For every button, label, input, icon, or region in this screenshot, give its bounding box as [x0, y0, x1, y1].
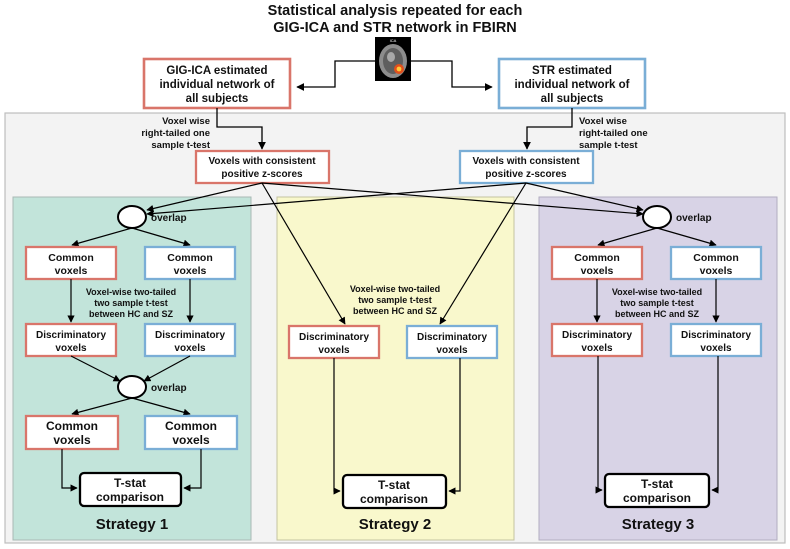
svg-text:voxels: voxels — [318, 345, 350, 356]
s3-tstat-comparison-box — [603, 472, 711, 509]
svg-text:positive z-scores: positive z-scores — [485, 169, 567, 180]
strategy-1-second-overlap-label: overlap — [151, 383, 187, 394]
svg-text:voxels: voxels — [700, 265, 733, 277]
svg-text:Voxel-wise two-tailed: Voxel-wise two-tailed — [86, 287, 176, 297]
right-one-sample-ttest-label: Voxel wise right-tailed one sample t-tes… — [579, 116, 648, 151]
svg-text:comparison: comparison — [96, 490, 164, 504]
svg-text:Common: Common — [48, 252, 94, 264]
title-line-2: GIG-ICA and STR network in FBIRN — [273, 20, 517, 36]
s2-tstat-comparison-box — [341, 473, 448, 510]
svg-text:Common: Common — [693, 252, 739, 264]
s1-two-sample-ttest-label: Voxel-wise two-tailed two sample t-test … — [86, 287, 176, 319]
brain-image: ICA — [375, 37, 411, 81]
strategy-3-overlap-label: overlap — [676, 213, 712, 224]
s3-str-discriminatory-voxels-box — [669, 322, 763, 358]
svg-text:sample t-test: sample t-test — [151, 140, 210, 151]
s1-gig-final-common-voxels-box — [24, 414, 120, 451]
svg-text:voxels: voxels — [53, 433, 91, 447]
strategy-3-overlap-node — [642, 205, 672, 229]
s1-tstat-comparison-box — [78, 471, 183, 508]
strategy-2-label: Strategy 2 — [359, 516, 432, 533]
s1-str-final-common-voxels-box — [143, 414, 239, 451]
svg-text:between HC and SZ: between HC and SZ — [615, 309, 700, 319]
strategy-2-panel — [276, 196, 515, 541]
svg-text:two sample t-test: two sample t-test — [358, 295, 432, 305]
svg-text:Discriminatory: Discriminatory — [36, 330, 106, 341]
svg-text:sample t-test: sample t-test — [579, 140, 638, 151]
svg-text:T-stat: T-stat — [641, 477, 673, 491]
svg-text:Discriminatory: Discriminatory — [155, 330, 225, 341]
svg-text:voxels: voxels — [172, 433, 210, 447]
svg-text:comparison: comparison — [623, 491, 691, 505]
s2-two-sample-ttest-label: Voxel-wise two-tailed two sample t-test … — [350, 284, 440, 316]
svg-text:Common: Common — [574, 252, 620, 264]
strategy-3-label: Strategy 3 — [622, 516, 695, 533]
svg-text:Discriminatory: Discriminatory — [417, 332, 487, 343]
strategy-1-overlap-node — [117, 205, 147, 229]
s1-gig-discriminatory-voxels-box — [24, 322, 118, 358]
s3-two-sample-ttest-label: Voxel-wise two-tailed two sample t-test … — [612, 287, 702, 319]
svg-text:Voxel wise: Voxel wise — [579, 116, 627, 127]
s3-gig-discriminatory-voxels-box — [550, 322, 644, 358]
svg-text:voxels: voxels — [700, 343, 732, 354]
svg-text:GIG-ICA estimated: GIG-ICA estimated — [166, 65, 267, 77]
svg-text:between HC and SZ: between HC and SZ — [89, 309, 174, 319]
svg-text:two sample t-test: two sample t-test — [94, 298, 168, 308]
s1-str-discriminatory-voxels-box — [143, 322, 237, 358]
svg-text:STR estimated: STR estimated — [532, 65, 612, 77]
svg-text:comparison: comparison — [360, 492, 428, 506]
svg-text:voxels: voxels — [174, 265, 207, 277]
svg-text:individual network of: individual network of — [159, 79, 274, 91]
svg-text:Voxels with consistent: Voxels with consistent — [472, 156, 580, 167]
svg-text:positive z-scores: positive z-scores — [221, 169, 303, 180]
strategy-1-overlap-label: overlap — [151, 213, 187, 224]
svg-text:Common: Common — [165, 419, 217, 433]
svg-text:all subjects: all subjects — [541, 93, 604, 105]
s3-gig-common-voxels-box — [550, 245, 644, 281]
svg-text:voxels: voxels — [436, 345, 468, 356]
svg-text:between HC and SZ: between HC and SZ — [353, 306, 438, 316]
svg-text:right-tailed one: right-tailed one — [579, 128, 648, 139]
svg-text:Common: Common — [46, 419, 98, 433]
svg-text:voxels: voxels — [55, 343, 87, 354]
gig-consistent-voxels-box — [194, 149, 331, 185]
svg-text:Voxel-wise two-tailed: Voxel-wise two-tailed — [350, 284, 440, 294]
svg-text:voxels: voxels — [55, 265, 88, 277]
strategy-1-second-overlap-node — [117, 375, 147, 399]
s1-gig-common-voxels-box — [24, 245, 118, 281]
svg-text:two sample t-test: two sample t-test — [620, 298, 694, 308]
svg-text:Voxel wise: Voxel wise — [162, 116, 210, 127]
svg-text:Common: Common — [167, 252, 213, 264]
str-network-box — [497, 57, 647, 110]
svg-text:Voxels with consistent: Voxels with consistent — [208, 156, 316, 167]
svg-text:voxels: voxels — [174, 343, 206, 354]
svg-text:Discriminatory: Discriminatory — [681, 330, 751, 341]
svg-text:Discriminatory: Discriminatory — [562, 330, 632, 341]
s3-str-common-voxels-box — [669, 245, 763, 281]
svg-text:T-stat: T-stat — [114, 476, 146, 490]
brain-label: ICA — [390, 38, 397, 43]
svg-text:all subjects: all subjects — [186, 93, 249, 105]
s2-str-discriminatory-voxels-box — [405, 324, 499, 360]
svg-text:individual network of: individual network of — [514, 79, 629, 91]
svg-text:voxels: voxels — [581, 343, 613, 354]
svg-text:Discriminatory: Discriminatory — [299, 332, 369, 343]
svg-text:voxels: voxels — [581, 265, 614, 277]
svg-text:right-tailed one: right-tailed one — [141, 128, 210, 139]
svg-text:Voxel-wise two-tailed: Voxel-wise two-tailed — [612, 287, 702, 297]
strategy-1-label: Strategy 1 — [96, 516, 169, 533]
svg-text:T-stat: T-stat — [378, 478, 410, 492]
title-line-1: Statistical analysis repeated for each — [268, 3, 523, 19]
left-one-sample-ttest-label: Voxel wise right-tailed one sample t-tes… — [141, 116, 210, 151]
